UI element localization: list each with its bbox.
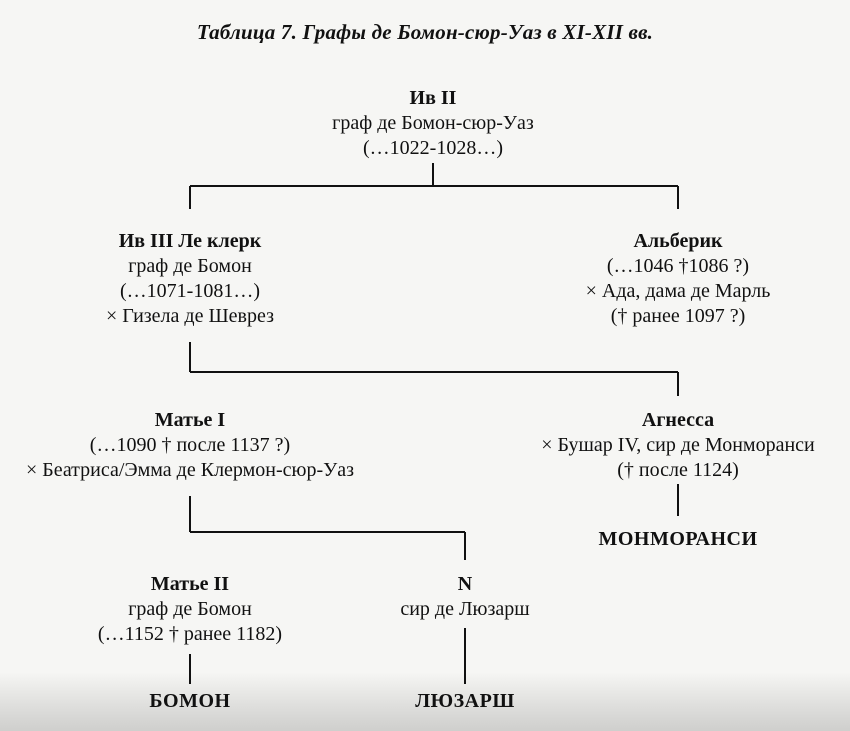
person-alberik-spouse: × Ада, дама де Марль [585,280,771,302]
person-alberik-name: Альберик [633,230,723,252]
person-matie-ii-name: Матье II [150,573,230,595]
house-beaumont: БОМОН [149,690,231,712]
person-iv-ii: Ив II граф де Бомон-сюр-Уаз (…1022-1028…… [283,86,583,161]
person-matie-ii: Матье II граф де Бомон (…1152 † ранее 11… [40,572,340,647]
person-iv-iii-spouse: × Гизела де Шеврез [106,305,274,327]
person-matie-ii-title: граф де Бомон [128,598,252,620]
person-n: N сир де Люзарш [355,572,575,622]
house-luzarches: ЛЮЗАРШ [415,690,515,712]
person-matie-i: Матье I (…1090 † после 1137 ?) × Беатрис… [0,408,380,483]
person-alberik: Альберик (…1046 †1086 ?) × Ада, дама де … [528,229,828,329]
page-bottom-shade [0,672,850,731]
person-iv-ii-title: граф де Бомон-сюр-Уаз [332,112,534,134]
person-iv-ii-dates: (…1022-1028…) [363,137,503,159]
person-matie-i-dates: (…1090 † после 1137 ?) [89,434,291,456]
person-matie-i-spouse: × Беатриса/Эмма де Клермон-сюр-Уаз [25,459,355,481]
person-agnessa-spouse: × Бушар IV, сир де Монморанси [541,434,815,456]
person-n-title: сир де Люзарш [400,598,530,620]
person-iv-ii-name: Ив II [409,87,457,109]
person-agnessa-name: Агнесса [641,409,715,431]
person-alberik-dates: (…1046 †1086 ?) [606,255,750,277]
person-iv-iii: Ив III Ле клерк граф де Бомон (…1071-108… [40,229,340,329]
person-n-name: N [457,573,473,595]
person-iv-iii-dates: (…1071-1081…) [120,280,260,302]
person-alberik-spouse-dates: († ранее 1097 ?) [610,305,746,327]
person-matie-i-name: Матье I [154,409,226,431]
person-iv-iii-title: граф де Бомон [128,255,252,277]
table-title: Таблица 7. Графы де Бомон-сюр-Уаз в XI-X… [196,20,654,44]
house-montmorency: МОНМОРАНСИ [598,528,758,550]
person-matie-ii-dates: (…1152 † ранее 1182) [97,623,283,645]
person-agnessa-dates: († после 1124) [617,459,739,481]
person-agnessa: Агнесса × Бушар IV, сир де Монморанси (†… [508,408,848,483]
person-iv-iii-name: Ив III Ле клерк [118,230,262,252]
